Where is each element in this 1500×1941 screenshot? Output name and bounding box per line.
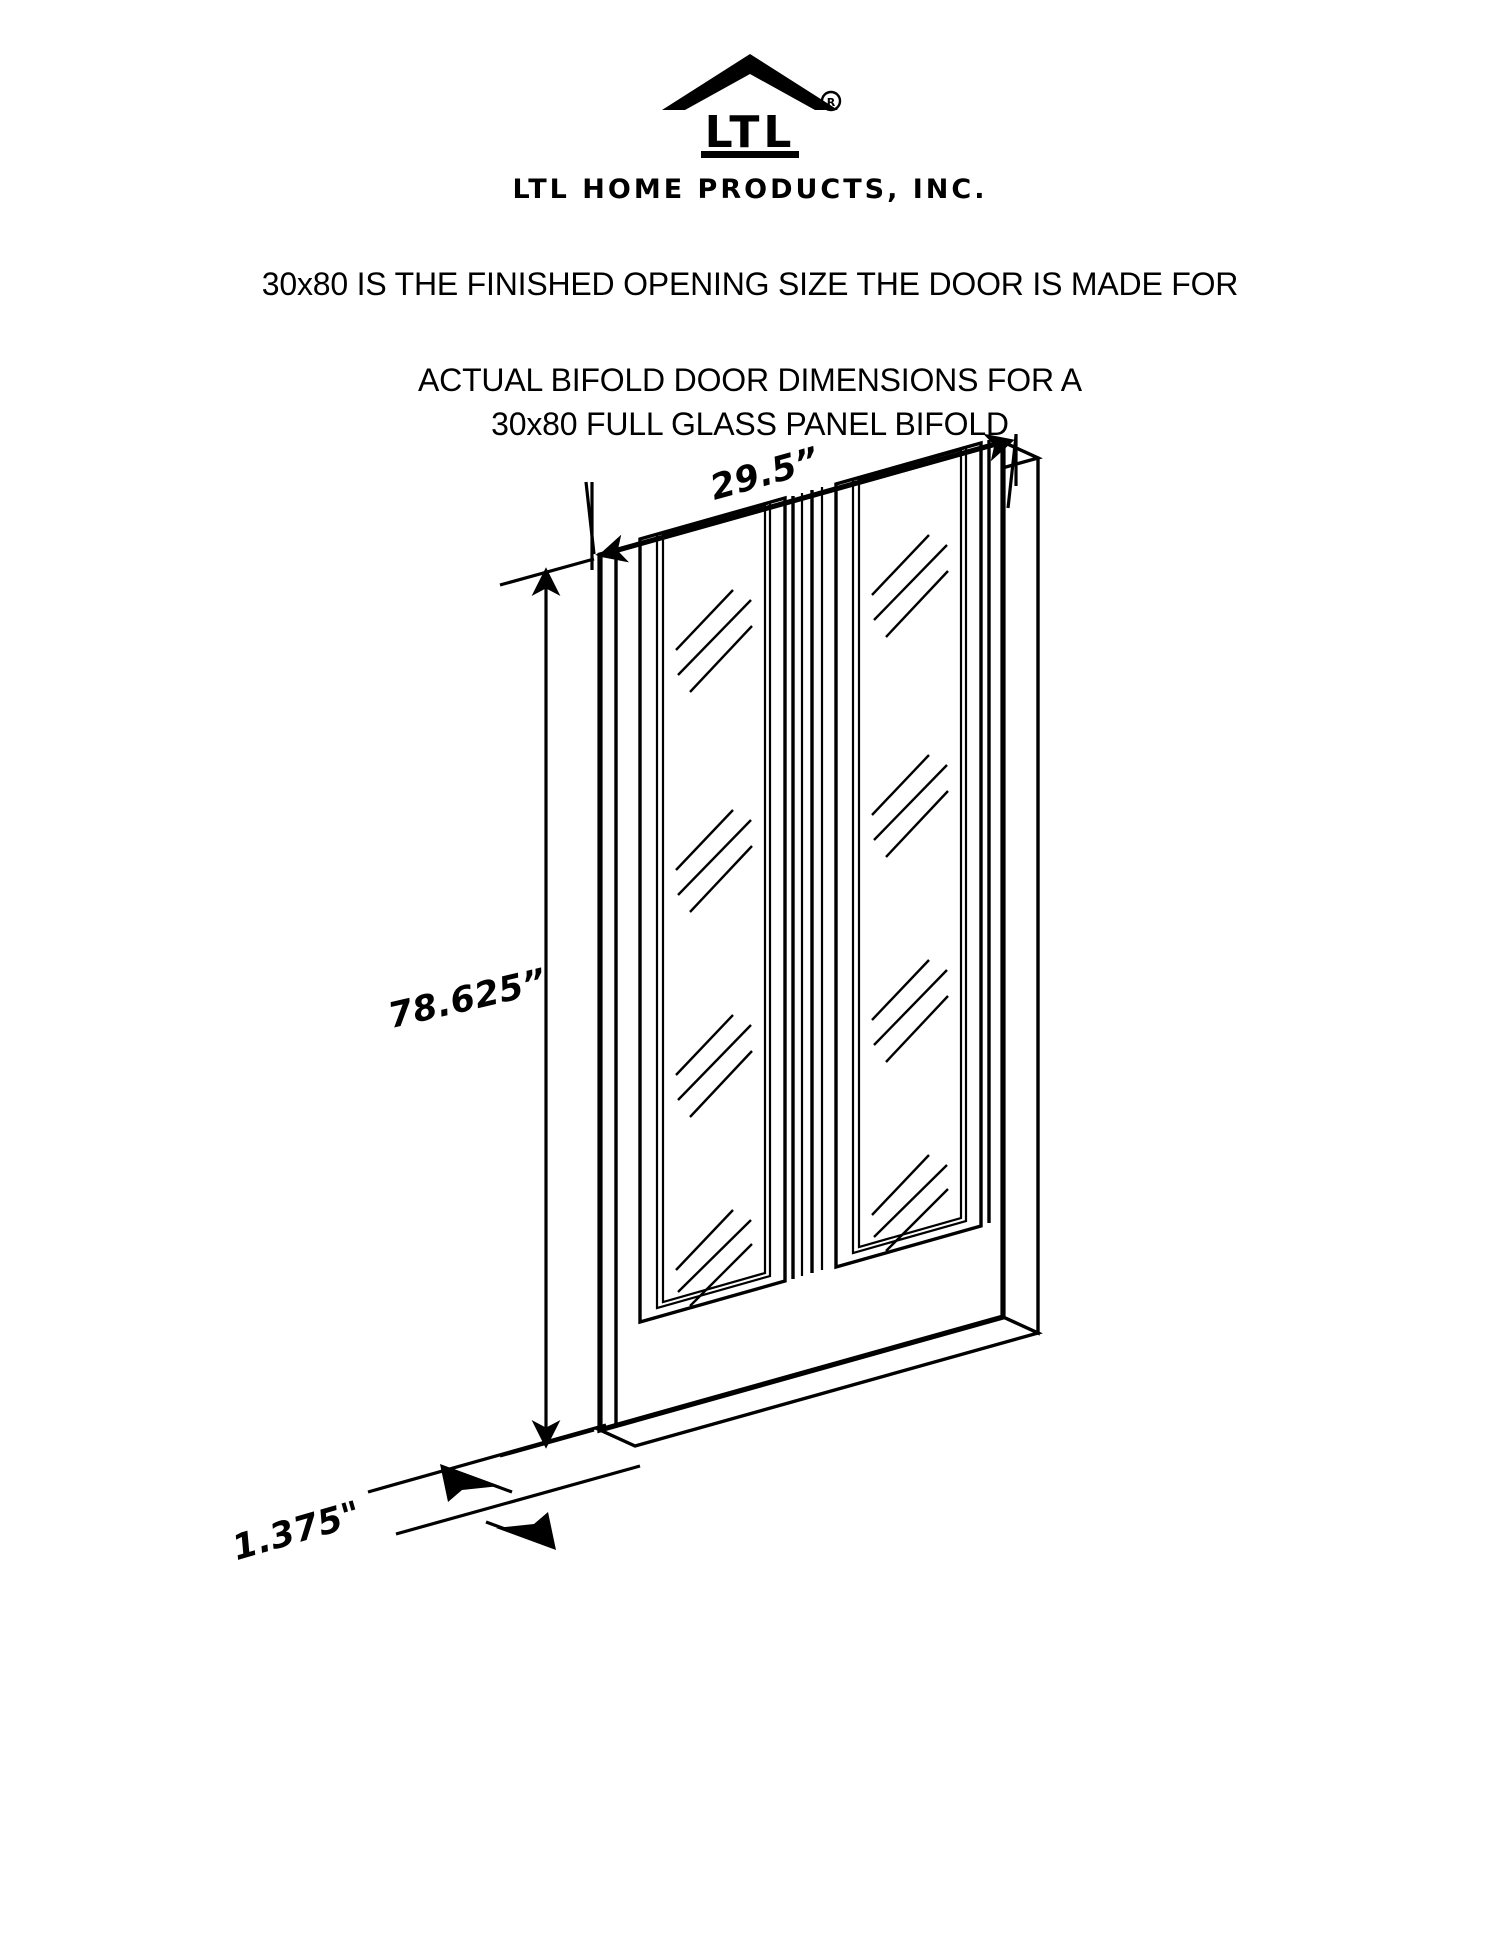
finished-opening-note: 30x80 IS THE FINISHED OPENING SIZE THE D… xyxy=(261,266,1239,302)
overall-height-dimension-label: 78.625” xyxy=(385,962,551,1037)
svg-text:R: R xyxy=(827,96,836,109)
left-panel-glass-reflections xyxy=(675,589,753,1307)
ltl-roof-logo-icon: R LTL xyxy=(662,54,842,158)
center-meeting-stile xyxy=(791,487,824,1279)
door-drawing: 29.5” 78.625” xyxy=(0,430,1500,1850)
door-thickness-dimension: 1.375" xyxy=(228,1423,641,1569)
company-name: LTL HOME PRODUCTS, INC. xyxy=(512,174,988,205)
actual-dimensions-line-1: ACTUAL BIFOLD DOOR DIMENSIONS FOR A xyxy=(418,362,1082,398)
door-isometric-svg: 29.5” 78.625” xyxy=(228,433,1043,1569)
door-thickness-dimension-label: 1.375" xyxy=(228,1494,366,1569)
brand-header: R LTL LTL HOME PRODUCTS, INC. xyxy=(0,48,1500,205)
thickness-arrow-upper xyxy=(440,1464,500,1502)
door-assembly xyxy=(595,438,1043,1448)
svg-text:LTL: LTL xyxy=(705,107,796,158)
thickness-arrow-lower xyxy=(496,1512,556,1550)
door-right-depth-face xyxy=(1001,439,1040,1336)
overall-height-dimension: 78.625” xyxy=(385,557,595,1458)
